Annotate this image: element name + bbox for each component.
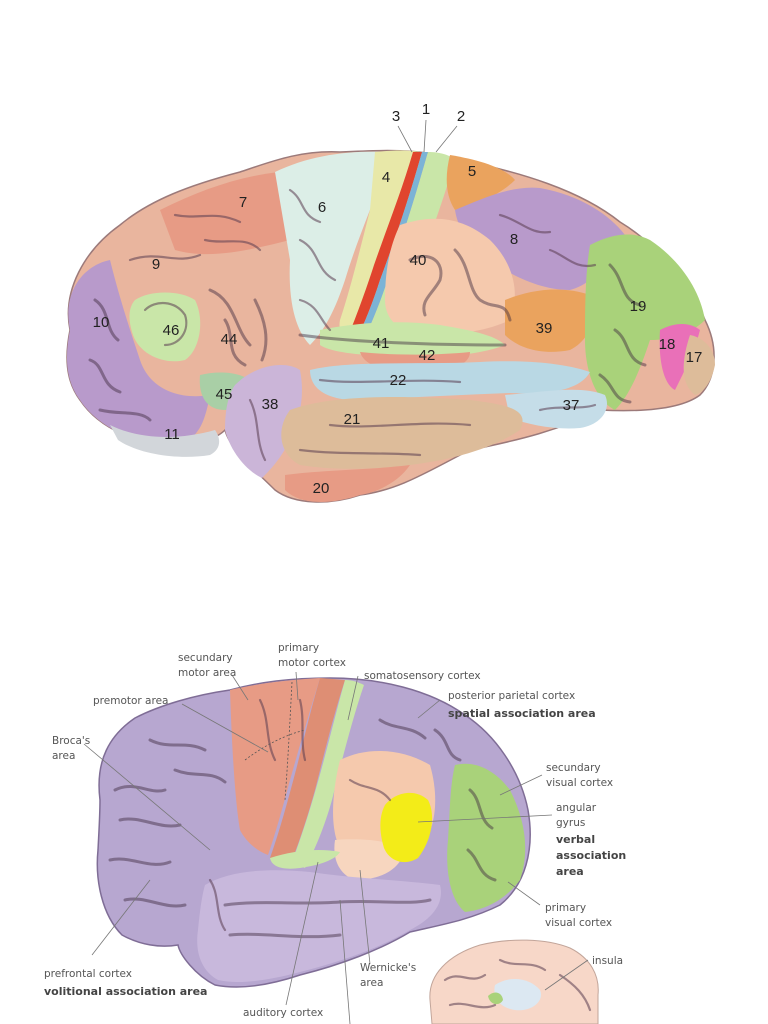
label-brocas-area-1: Broca's bbox=[52, 735, 90, 747]
area-39-region bbox=[505, 289, 594, 352]
label-verbal-association-area-2: association bbox=[556, 849, 626, 862]
premotor-dotted-boundary bbox=[244, 729, 306, 761]
angular-gyrus-region bbox=[380, 792, 433, 863]
label-spatial-association-area: spatial association area bbox=[448, 707, 596, 720]
label-verbal-association-area-1: verbal bbox=[556, 833, 595, 846]
brodmann-label-38: 38 bbox=[262, 396, 279, 413]
brodmann-label-39: 39 bbox=[536, 320, 553, 337]
area-3-strip bbox=[345, 152, 422, 348]
area-20-region bbox=[285, 465, 410, 502]
area-5-region bbox=[446, 155, 515, 210]
brodmann-label-11: 11 bbox=[164, 426, 180, 443]
brodmann-label-45: 45 bbox=[216, 386, 233, 403]
label-secundary-motor-area-1: secundary bbox=[178, 652, 233, 664]
brodmann-label-19: 19 bbox=[630, 298, 647, 315]
area-11-region bbox=[110, 425, 220, 457]
motor-dotted-line bbox=[284, 681, 293, 801]
brodmann-label-21: 21 bbox=[344, 411, 361, 428]
area-37-region bbox=[505, 389, 608, 429]
temporal-lobe bbox=[197, 870, 441, 983]
label-primary-motor-cortex-1: primary bbox=[278, 642, 319, 654]
brodmann-number-labels: 3 1 2 4 5 7 6 8 9 40 19 10 46 44 39 41 1… bbox=[93, 101, 703, 497]
label-primary-visual-cortex-2: visual cortex bbox=[545, 917, 612, 929]
label-volitional-association-area: volitional association area bbox=[44, 985, 207, 998]
insula-green-spot bbox=[488, 992, 503, 1005]
brodmann-label-22: 22 bbox=[390, 372, 407, 389]
label-angular-gyrus-2: gyrus bbox=[556, 817, 585, 829]
area-38-region bbox=[225, 365, 302, 478]
area-8-region bbox=[160, 172, 290, 255]
label-auditory-cortex: auditory cortex bbox=[243, 1007, 323, 1019]
brodmann-label-6: 6 bbox=[318, 199, 326, 216]
brodmann-label-5: 5 bbox=[468, 163, 476, 180]
brodmann-label-17: 17 bbox=[686, 349, 703, 366]
brodmann-label-7: 8 bbox=[510, 231, 518, 248]
label-insula: insula bbox=[592, 955, 623, 967]
area-19-region bbox=[585, 234, 705, 410]
area-46-region bbox=[129, 292, 201, 362]
auditory-strip bbox=[270, 850, 340, 869]
premotor-region bbox=[230, 678, 320, 855]
area-17-region bbox=[683, 335, 715, 395]
label-posterior-parietal-cortex: posterior parietal cortex bbox=[448, 690, 575, 702]
area-1-strip bbox=[352, 152, 428, 350]
brodmann-label-20: 20 bbox=[313, 480, 330, 497]
brodmann-label-46: 46 bbox=[163, 322, 180, 339]
brodmann-brain-diagram: 3 1 2 4 5 7 6 8 9 40 19 10 46 44 39 41 1… bbox=[66, 101, 715, 503]
label-primary-motor-cortex-2: motor cortex bbox=[278, 657, 346, 669]
label-secundary-visual-cortex-1: secundary bbox=[546, 762, 601, 774]
brodmann-label-9: 9 bbox=[152, 256, 160, 273]
label-angular-gyrus-1: angular bbox=[556, 802, 597, 814]
label-wernickes-area-2: area bbox=[360, 977, 383, 989]
label-somatosensory-cortex: somatosensory cortex bbox=[364, 670, 481, 682]
functional-brain-diagram: secundary motor area primary motor corte… bbox=[44, 642, 626, 1024]
functional-labels: secundary motor area primary motor corte… bbox=[44, 642, 626, 1019]
label-secundary-visual-cortex-2: visual cortex bbox=[546, 777, 613, 789]
brodmann-label-4: 4 bbox=[382, 169, 390, 186]
insula-region bbox=[494, 978, 541, 1011]
brodmann-label-18: 18 bbox=[659, 336, 676, 353]
brodmann-label-42: 42 bbox=[419, 347, 436, 364]
functional-gyral-folds bbox=[108, 698, 497, 939]
label-brocas-area-2: area bbox=[52, 750, 75, 762]
brodmann-label-1: 1 bbox=[422, 101, 430, 118]
brodmann-label-10: 10 bbox=[93, 314, 110, 331]
brodmann-label-44: 44 bbox=[221, 331, 238, 348]
label-primary-visual-cortex-1: primary bbox=[545, 902, 586, 914]
brodmann-label-41: 41 bbox=[373, 335, 390, 352]
secondary-visual-region bbox=[447, 763, 526, 912]
area-10-region bbox=[67, 260, 211, 445]
insula-inset bbox=[429, 939, 599, 1024]
brodmann-label-40: 40 bbox=[410, 252, 427, 269]
area-6-region bbox=[275, 151, 390, 345]
somatosensory-strip bbox=[292, 680, 364, 868]
label-wernickes-area-1: Wernicke's bbox=[360, 962, 416, 974]
primary-motor-strip bbox=[270, 678, 345, 860]
area-41-region bbox=[320, 322, 505, 357]
label-premotor-area: premotor area bbox=[93, 695, 168, 707]
brodmann-label-3: 3 bbox=[392, 108, 400, 125]
gyral-folds bbox=[88, 188, 647, 462]
label-secundary-motor-area-2: motor area bbox=[178, 667, 236, 679]
label-prefrontal-cortex: prefrontal cortex bbox=[44, 968, 132, 980]
brodmann-label-37: 37 bbox=[563, 397, 580, 414]
label-verbal-association-area-3: area bbox=[556, 865, 584, 878]
brodmann-label-8: 7 bbox=[239, 194, 247, 211]
area-40-region bbox=[385, 218, 515, 335]
area-21-region bbox=[281, 397, 523, 469]
leader-lines bbox=[83, 671, 589, 1024]
brodmann-label-2: 2 bbox=[457, 108, 465, 125]
